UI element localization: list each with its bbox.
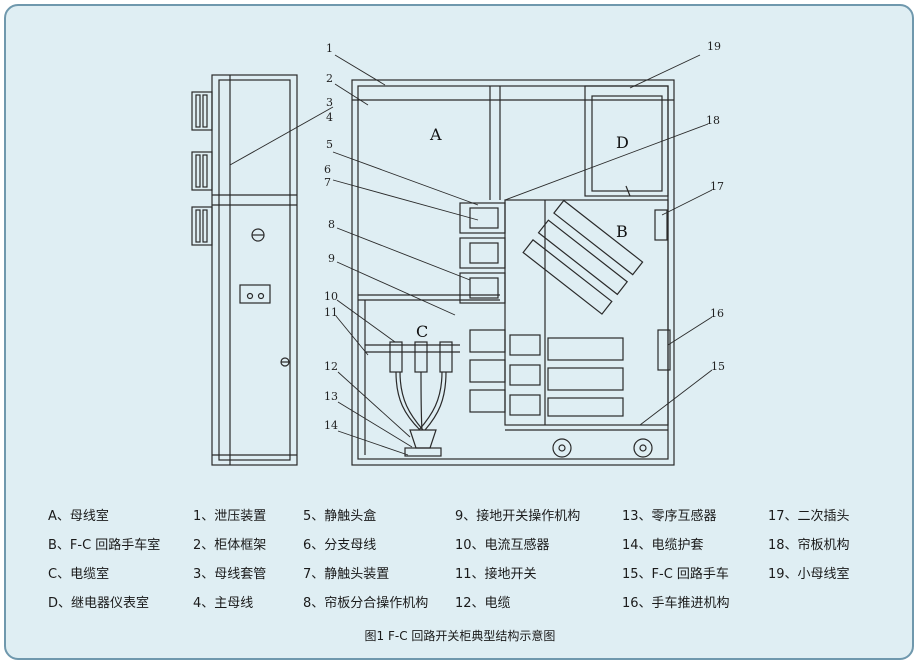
legend-item: 8、帘板分合操作机构	[303, 596, 429, 611]
legend-item: 11、接地开关	[455, 567, 537, 582]
callout-10: 10	[324, 290, 338, 303]
callout-18: 18	[706, 114, 720, 127]
legend-item: 15、F-C 回路手车	[622, 567, 729, 582]
legend-item: 13、零序互感器	[622, 509, 717, 524]
legend-item: 5、静触头盒	[303, 509, 377, 524]
callout-13: 13	[324, 390, 338, 403]
callout-2: 2	[326, 72, 333, 85]
zone-label-d: D	[616, 133, 629, 152]
legend-item: 1、泄压装置	[193, 509, 267, 524]
legend-item: 2、柜体框架	[193, 538, 267, 553]
callout-11: 11	[324, 306, 338, 319]
callout-12: 12	[324, 360, 338, 373]
legend-item: 3、母线套管	[193, 567, 267, 582]
figure-frame	[4, 4, 914, 660]
callout-17: 17	[710, 180, 724, 193]
callout-19: 19	[707, 40, 721, 53]
callout-9: 9	[328, 252, 335, 265]
legend-item: B、F-C 回路手车室	[48, 538, 161, 553]
figure-caption: 图1 F-C 回路开关柜典型结构示意图	[364, 629, 556, 643]
legend-item: 17、二次插头	[768, 509, 850, 524]
legend-column-3: 5、静触头盒 6、分支母线 7、静触头装置 8、帘板分合操作机构	[303, 505, 428, 621]
legend-item: 9、接地开关操作机构	[455, 509, 581, 524]
callout-14: 14	[324, 419, 338, 432]
zone-label-b: B	[616, 222, 628, 241]
leader-lines	[229, 54, 713, 456]
callout-4: 4	[326, 111, 333, 124]
legend-item: 19、小母线室	[768, 567, 850, 582]
zone-label-c: C	[416, 322, 428, 341]
legend-item: 10、电流互感器	[455, 538, 550, 553]
callout-1: 1	[326, 42, 333, 55]
legend-item: C、电缆室	[48, 567, 110, 582]
legend-column-5: 13、零序互感器 14、电缆护套 15、F-C 回路手车 16、手车推进机构	[622, 505, 730, 621]
callout-8: 8	[328, 218, 335, 231]
legend-item: A、母线室	[48, 509, 109, 524]
legend-item: D、继电器仪表室	[48, 596, 150, 611]
callout-5: 5	[326, 138, 333, 151]
legend-item: 18、帘板机构	[768, 538, 850, 553]
side-view	[191, 74, 298, 466]
zone-label-a: A	[429, 125, 442, 144]
callout-16: 16	[710, 307, 724, 320]
front-view	[351, 79, 675, 466]
callout-7: 7	[324, 176, 331, 189]
legend-column-1: A、母线室 B、F-C 回路手车室 C、电缆室 D、继电器仪表室	[48, 505, 160, 621]
legend-item: 16、手车推进机构	[622, 596, 730, 611]
legend-column-4: 9、接地开关操作机构 10、电流互感器 11、接地开关 12、电缆	[455, 505, 580, 621]
legend-item: 12、电缆	[455, 596, 511, 611]
legend-column-2: 1、泄压装置 2、柜体框架 3、母线套管 4、主母线	[193, 505, 266, 621]
legend-item: 4、主母线	[193, 596, 254, 611]
callout-6: 6	[324, 163, 331, 176]
legend-item: 14、电缆护套	[622, 538, 704, 553]
callout-3: 3	[326, 96, 333, 109]
legend-item: 7、静触头装置	[303, 567, 390, 582]
callout-15: 15	[711, 360, 725, 373]
legend-item: 6、分支母线	[303, 538, 377, 553]
legend-column-6: 17、二次插头 18、帘板机构 19、小母线室	[768, 505, 850, 592]
